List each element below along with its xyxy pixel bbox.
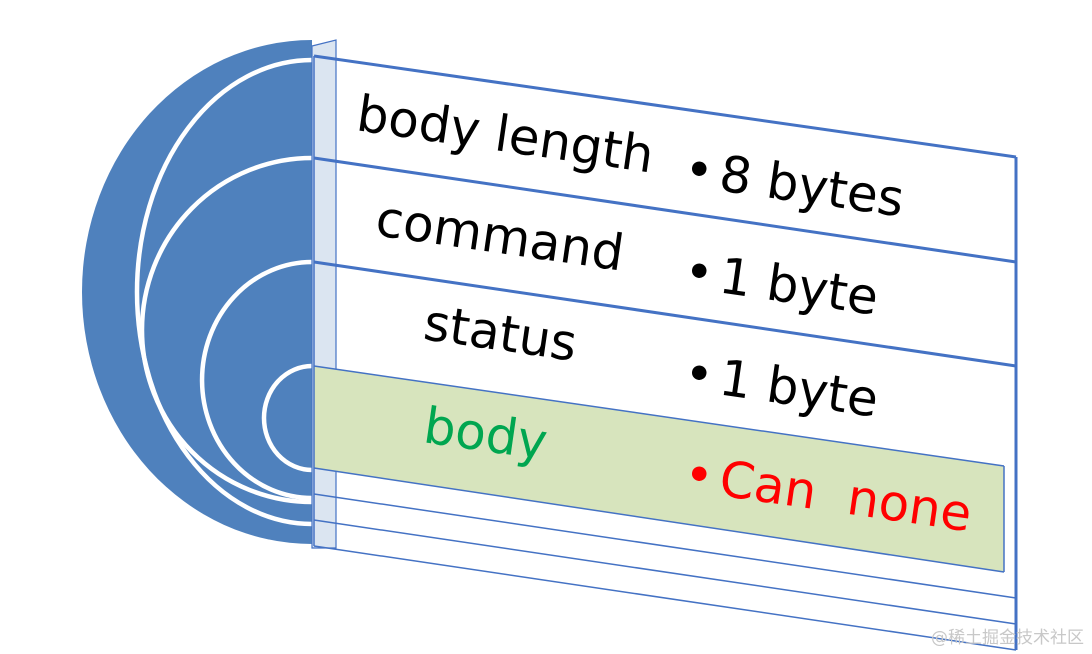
watermark-text: @稀土掘金技术社区: [931, 628, 1084, 648]
row-2-labels: command: [372, 189, 627, 282]
band-lines: [313, 54, 1018, 651]
row-3-name: status: [420, 293, 580, 372]
arc-ring-3: [199, 259, 313, 501]
row-2-size-group: • 1 byte: [680, 241, 882, 326]
band-side-faces: [311, 39, 337, 549]
body-row-highlight: [314, 366, 1004, 572]
row-3-bullet: •: [680, 343, 717, 405]
row-3-size: 1 byte: [716, 349, 882, 429]
row-2-name: command: [372, 189, 627, 282]
row-3-size-group: • 1 byte: [680, 343, 882, 428]
row-1-size-group: • 8 bytes: [680, 139, 907, 228]
row-1-size: 8 bytes: [716, 145, 908, 229]
row-3-labels: status: [420, 293, 580, 372]
row-2-bullet: •: [680, 241, 717, 303]
arc-ring-4: [261, 363, 313, 473]
row-2-size: 1 byte: [716, 247, 882, 327]
row-1-bullet: •: [680, 139, 717, 201]
arc-ring-2: [139, 155, 313, 505]
arc-ring-1: [134, 57, 313, 527]
concentric-arc-graphic: [82, 40, 313, 544]
